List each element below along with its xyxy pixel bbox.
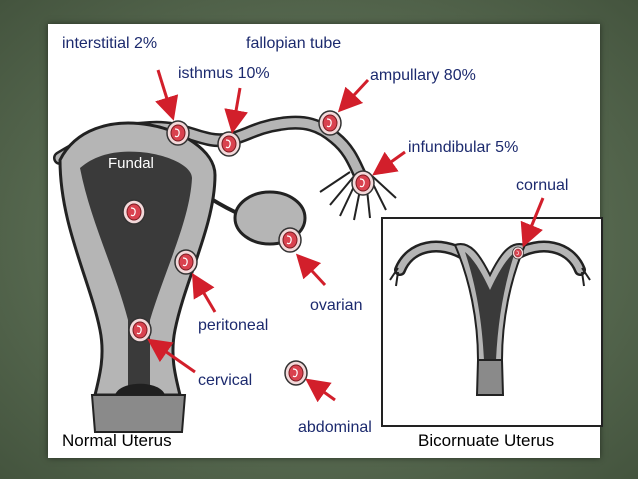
peritoneal-label: peritoneal bbox=[198, 317, 268, 334]
cervical-embryo-icon bbox=[128, 317, 152, 343]
interstitial-label: interstitial 2% bbox=[62, 35, 157, 52]
cornual-label: cornual bbox=[516, 177, 568, 194]
infundibular-label: infundibular 5% bbox=[408, 139, 518, 156]
normal-uterus-caption: Normal Uterus bbox=[62, 431, 172, 450]
ampullary-embryo-icon bbox=[318, 110, 342, 136]
ovarian-label: ovarian bbox=[310, 297, 362, 314]
bicornuate-uterus-drawing bbox=[389, 240, 591, 396]
abdominal-label: abdominal bbox=[298, 419, 372, 436]
isthmus-arrow bbox=[224, 87, 248, 134]
abdominal-embryo-icon bbox=[284, 360, 308, 386]
cornual-embryo-icon bbox=[512, 246, 524, 260]
abdominal-arrow bbox=[305, 378, 336, 403]
peritoneal-arrow bbox=[191, 272, 217, 313]
isthmus-label: isthmus 10% bbox=[178, 65, 270, 82]
fundal-embryo-icon bbox=[122, 199, 146, 225]
cervical-arrow bbox=[147, 338, 196, 374]
normal-uterus-drawing bbox=[53, 110, 397, 433]
isthmus-embryo-icon bbox=[217, 131, 241, 157]
infundibular-embryo-icon bbox=[351, 170, 375, 196]
fallopian-tube-label: fallopian tube bbox=[246, 35, 341, 52]
ovarian-embryo-icon bbox=[278, 227, 302, 253]
peritoneal-embryo-icon bbox=[174, 249, 198, 275]
pointer-arrows bbox=[147, 69, 545, 403]
fundal-label: Fundal bbox=[108, 155, 154, 172]
ampullary-arrow bbox=[337, 78, 370, 113]
vagina bbox=[90, 394, 187, 433]
bicornuate-uterus-caption: Bicornuate Uterus bbox=[418, 431, 554, 450]
ampullary-label: ampullary 80% bbox=[370, 67, 476, 84]
uterus-cavity bbox=[80, 151, 192, 320]
cornual-arrow bbox=[520, 197, 545, 248]
interstitial-embryo-icon bbox=[166, 120, 190, 146]
infundibular-arrow bbox=[372, 150, 406, 176]
ovarian-arrow bbox=[295, 253, 327, 287]
cervical-label: cervical bbox=[198, 372, 252, 389]
interstitial-arrow bbox=[155, 69, 179, 121]
